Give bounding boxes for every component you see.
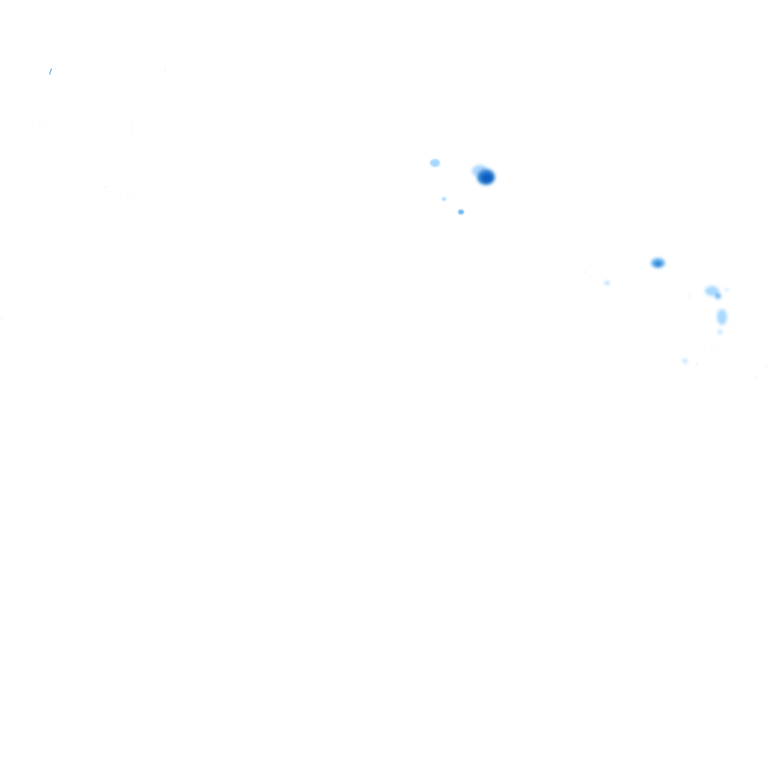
echo-blob (718, 330, 722, 334)
echo-blob (683, 359, 687, 363)
echo-speck (711, 345, 713, 347)
echo-cell-heavy (472, 165, 495, 185)
echo-speck (39, 125, 41, 127)
echo-speck (131, 127, 133, 129)
echo-blob (481, 173, 493, 183)
echo-cell-small-west (430, 159, 464, 215)
echo-blob (430, 159, 440, 167)
echo-blob (705, 286, 719, 296)
echo-speck (164, 69, 166, 71)
echo-speck (584, 271, 586, 273)
echo-blob (688, 295, 692, 297)
echo-speck (127, 194, 129, 196)
echo-speck (755, 377, 757, 379)
echo-speck (765, 365, 767, 367)
echo-blob (604, 281, 610, 285)
echo-blob (725, 289, 729, 291)
echo-blob (717, 309, 727, 325)
echo-speck (696, 363, 698, 365)
echo-blob (654, 261, 662, 267)
echo-blob (458, 209, 464, 215)
echo-speck (105, 186, 107, 188)
echo-blob (715, 293, 721, 299)
echo-speck (1, 317, 3, 319)
echo-cell-light-far-east (683, 286, 729, 363)
echo-trace-specks (1, 68, 767, 379)
echo-blob (442, 197, 446, 201)
echo-cell-moderate-east (604, 258, 665, 285)
echo-speck (49, 68, 52, 75)
